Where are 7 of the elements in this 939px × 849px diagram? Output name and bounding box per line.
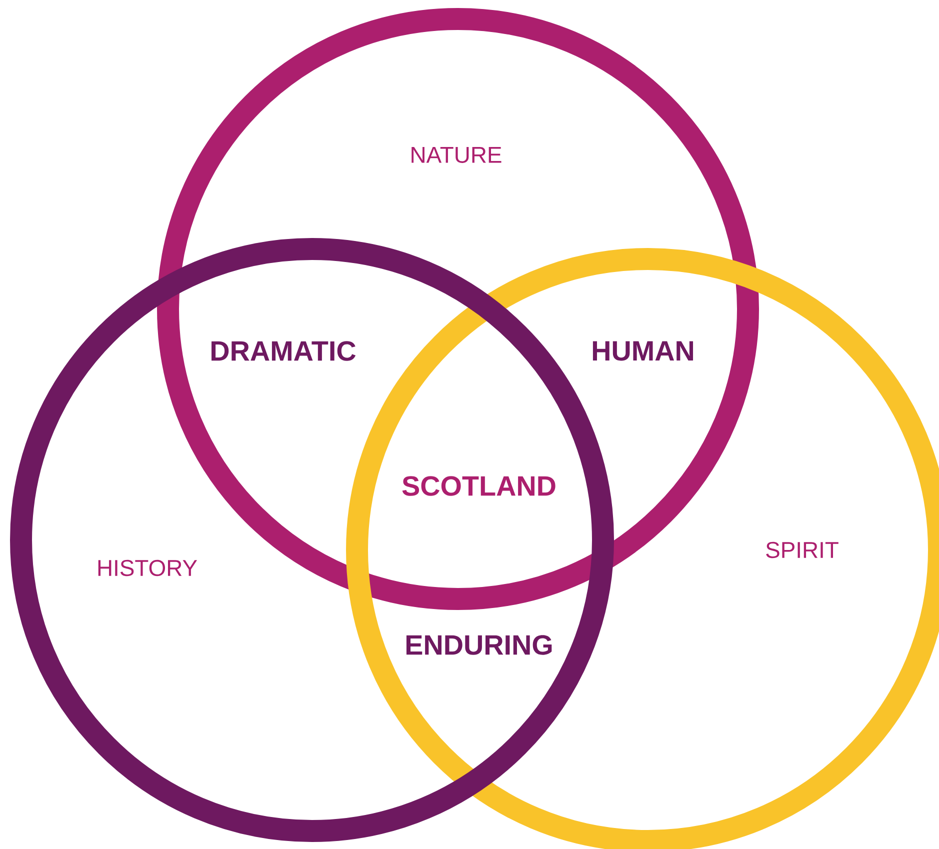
circle-label: HISTORY <box>98 560 198 576</box>
overlap-label: DRAMATIC <box>212 341 356 361</box>
circle-label: SPIRIT <box>766 542 838 558</box>
overlap-label: SCOTLAND <box>402 476 556 496</box>
overlap-label: HUMAN <box>592 341 694 361</box>
circle-label: NATURE <box>412 147 502 163</box>
overlap-label: ENDURING <box>406 635 552 655</box>
